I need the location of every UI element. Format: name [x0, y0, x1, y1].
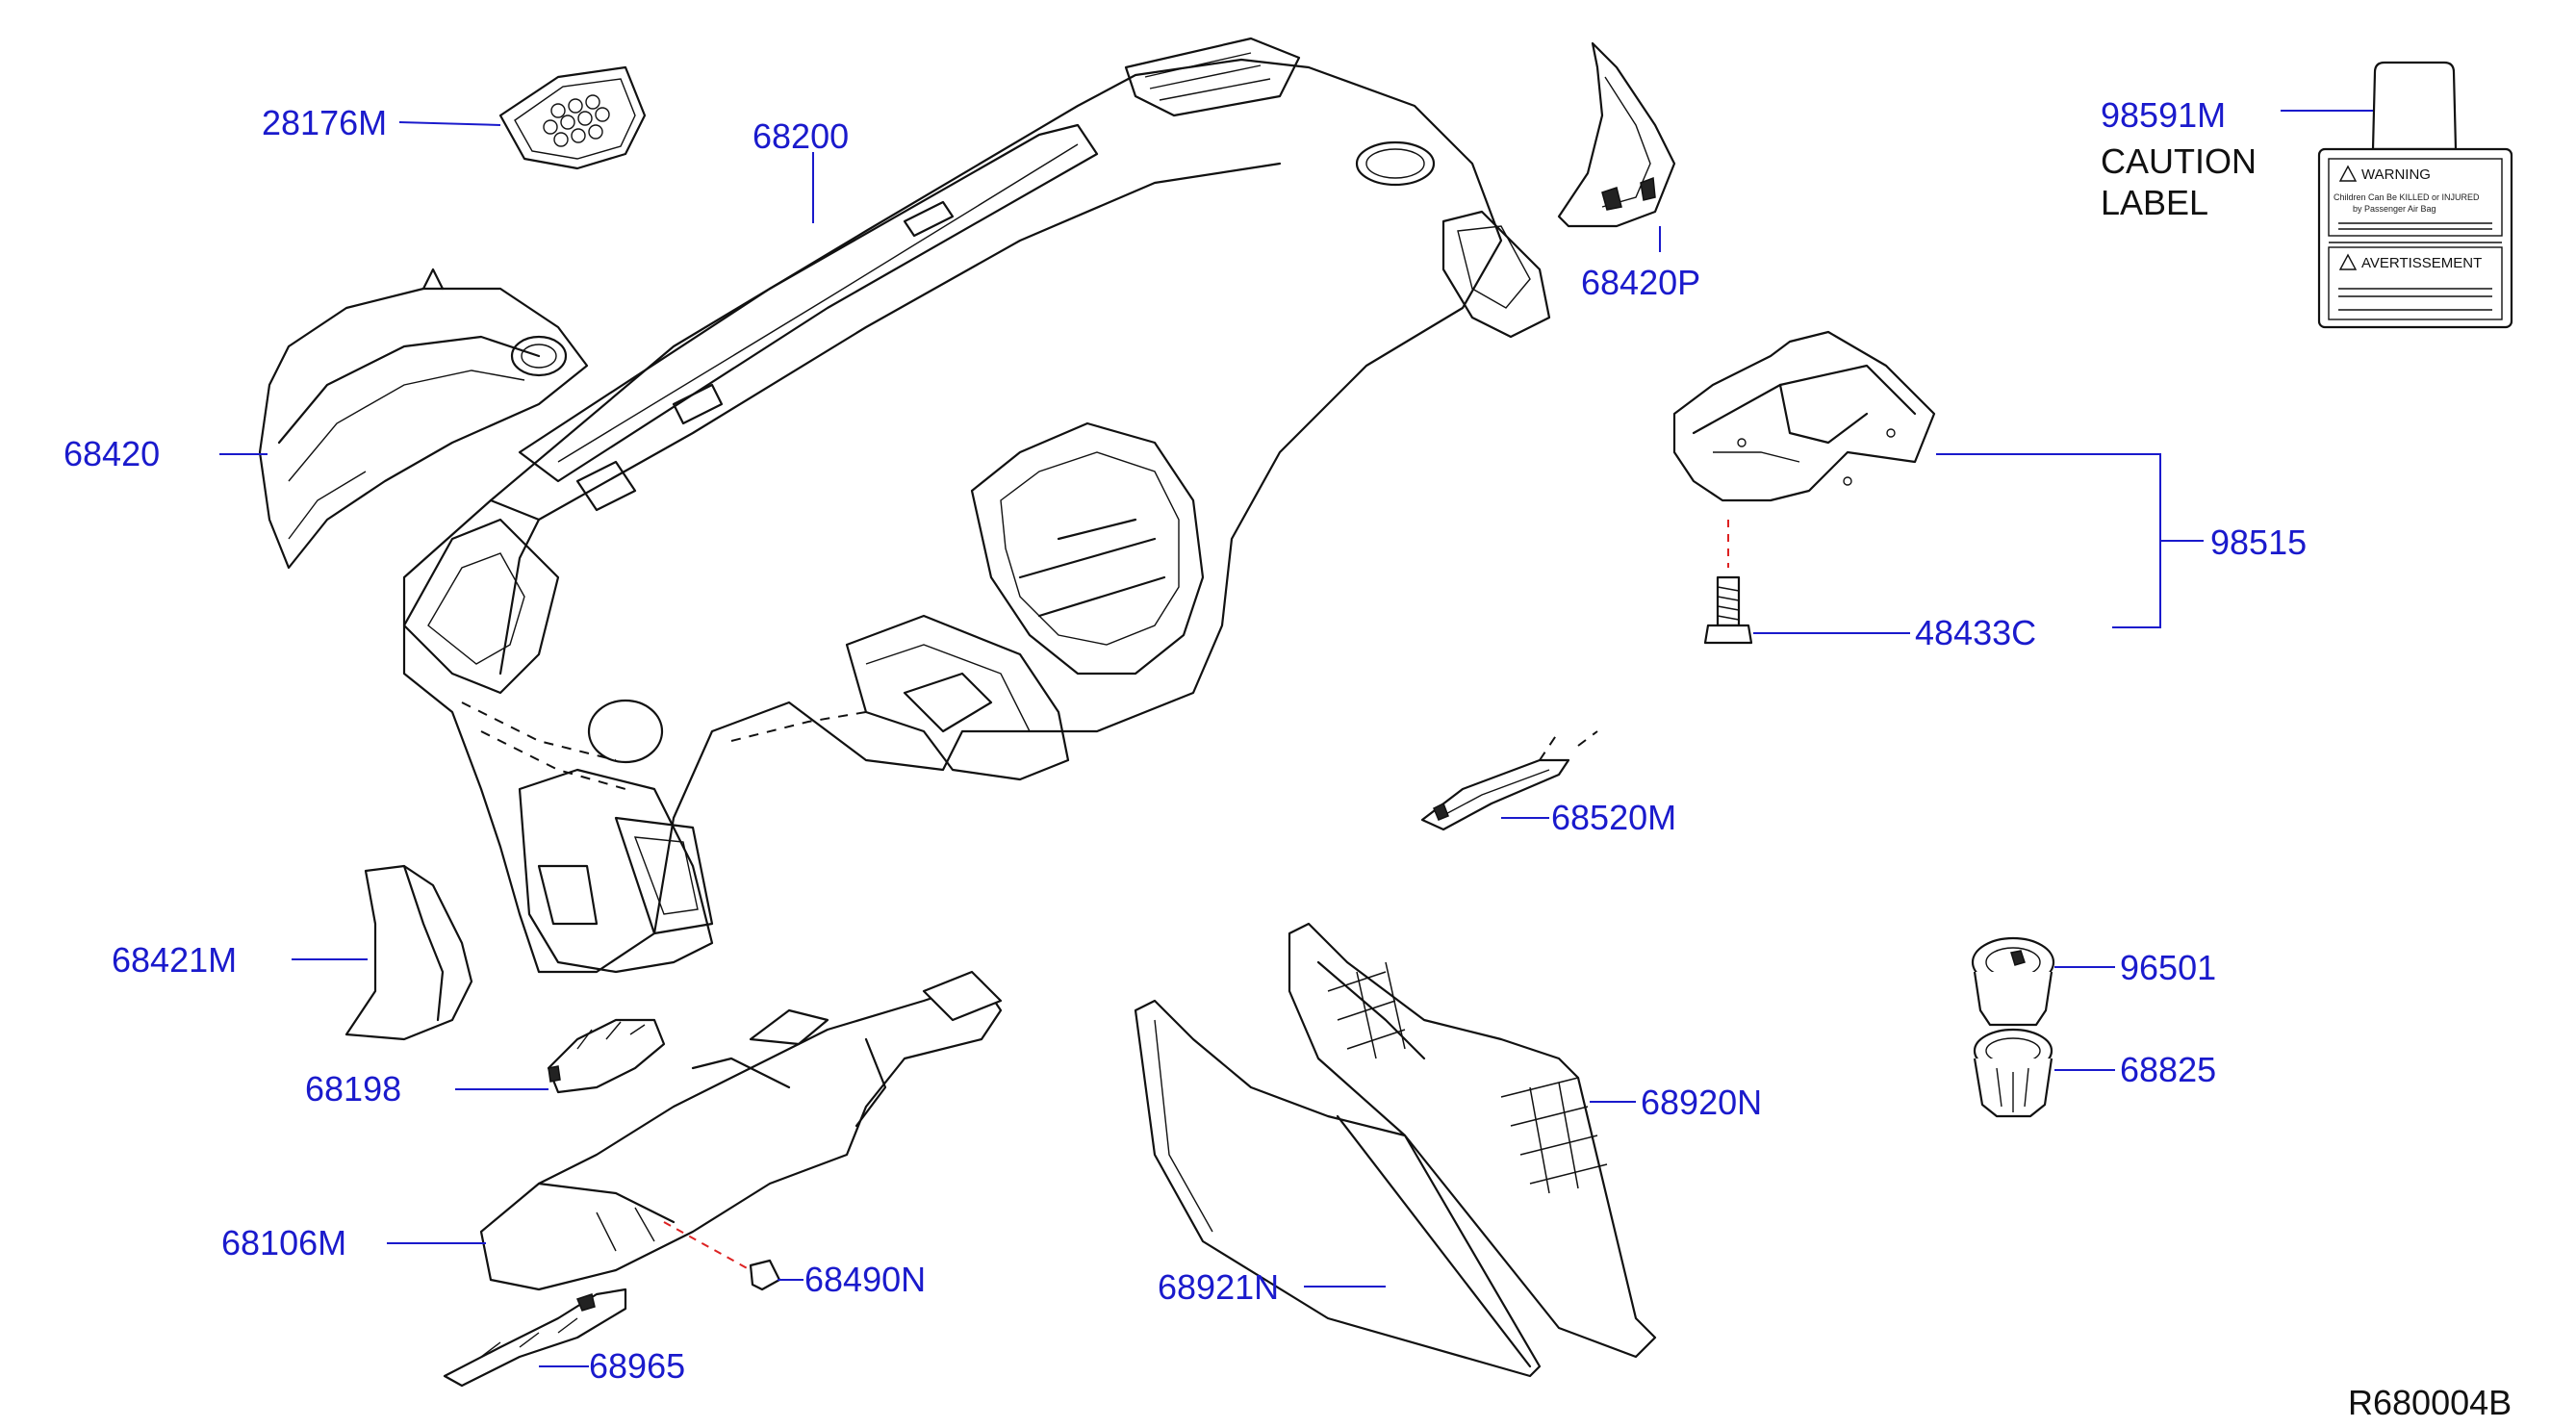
caution-line-1: CAUTION: [2101, 141, 2257, 181]
glove-box-drawing[interactable]: [1134, 922, 1657, 1378]
diagram-reference-code: R680004B: [2348, 1383, 2512, 1422]
avert-heading: AVERTISSEMENT: [2361, 255, 2482, 271]
label-98591M[interactable]: 98591M: [2101, 95, 2227, 135]
clip-drawing[interactable]: [749, 1259, 781, 1291]
label-68200[interactable]: 68200: [752, 116, 850, 156]
label-68920N[interactable]: 68920N: [1641, 1083, 1763, 1122]
warning-text-2: by Passenger Air Bag: [2353, 204, 2436, 214]
label-68520M[interactable]: 68520M: [1551, 798, 1677, 837]
side-finisher-drawing[interactable]: [1557, 41, 1676, 228]
lower-panel-drawing[interactable]: [479, 970, 1003, 1291]
caution-label-drawing[interactable]: WARNING Children Can Be KILLED or INJURE…: [2317, 61, 2513, 329]
caution-line-2: LABEL: [2101, 183, 2209, 223]
label-68420P[interactable]: 68420P: [1581, 263, 1701, 302]
lower-trim-drawing[interactable]: [443, 1288, 627, 1388]
label-98515[interactable]: 98515: [2210, 523, 2308, 562]
leader-lines: [219, 110, 2373, 1367]
bracket-68198-drawing[interactable]: [547, 1018, 666, 1094]
label-68825[interactable]: 68825: [2120, 1050, 2217, 1089]
warning-heading: WARNING: [2361, 166, 2431, 183]
warning-text: Children Can Be KILLED or INJURED: [2334, 192, 2480, 202]
label-68420[interactable]: 68420: [64, 434, 161, 473]
small-bracket-drawing[interactable]: [1420, 730, 1598, 831]
label-68490N[interactable]: 68490N: [804, 1260, 927, 1299]
cluster-lid-drawing[interactable]: [258, 268, 589, 570]
airbag-bracket-drawing[interactable]: [1672, 330, 1936, 502]
label-68106M[interactable]: 68106M: [221, 1223, 347, 1262]
instrument-panel-drawing[interactable]: [402, 37, 1551, 974]
label-68921N[interactable]: 68921N: [1158, 1267, 1280, 1307]
label-96501[interactable]: 96501: [2120, 948, 2217, 987]
caution-label-title: CAUTION LABEL: [2101, 140, 2257, 223]
label-28176M[interactable]: 28176M: [262, 103, 388, 142]
bolt-drawing[interactable]: [1703, 520, 1753, 645]
label-68421M[interactable]: 68421M: [112, 940, 238, 980]
speaker-grille-drawing[interactable]: [498, 65, 647, 170]
side-cover-drawing[interactable]: [344, 864, 473, 1041]
label-68198[interactable]: 68198: [305, 1069, 402, 1109]
cup-holder-drawing[interactable]: [1971, 936, 2055, 1118]
label-48433C[interactable]: 48433C: [1915, 613, 2037, 652]
label-68965[interactable]: 68965: [589, 1346, 686, 1386]
